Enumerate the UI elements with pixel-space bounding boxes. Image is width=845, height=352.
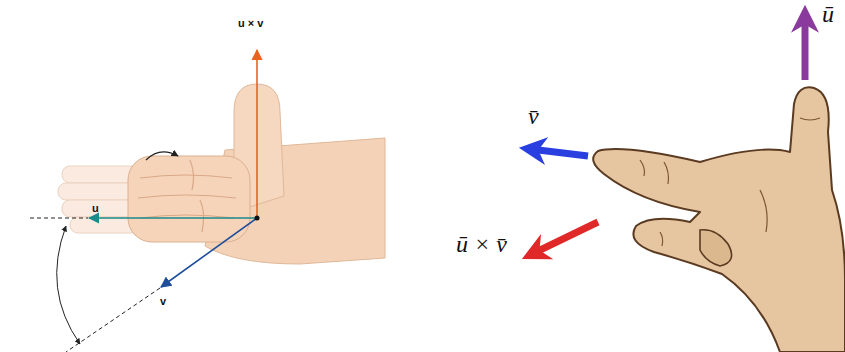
cross-product-vector (532, 222, 598, 254)
u-vector (802, 16, 809, 80)
vector-label: u × v (238, 18, 263, 29)
vector-label: ū (822, 2, 834, 26)
vector-label: v̄ (528, 104, 539, 128)
vector-label: u (92, 203, 99, 214)
u-vector (89, 217, 257, 219)
left-hand (58, 84, 385, 264)
v-vector (530, 149, 588, 156)
cross-product-vector (256, 50, 258, 218)
v-vector (161, 218, 257, 287)
vector-label: v (160, 296, 166, 307)
right-hand (593, 87, 845, 352)
vector-label: ū × v̄ (456, 232, 507, 256)
